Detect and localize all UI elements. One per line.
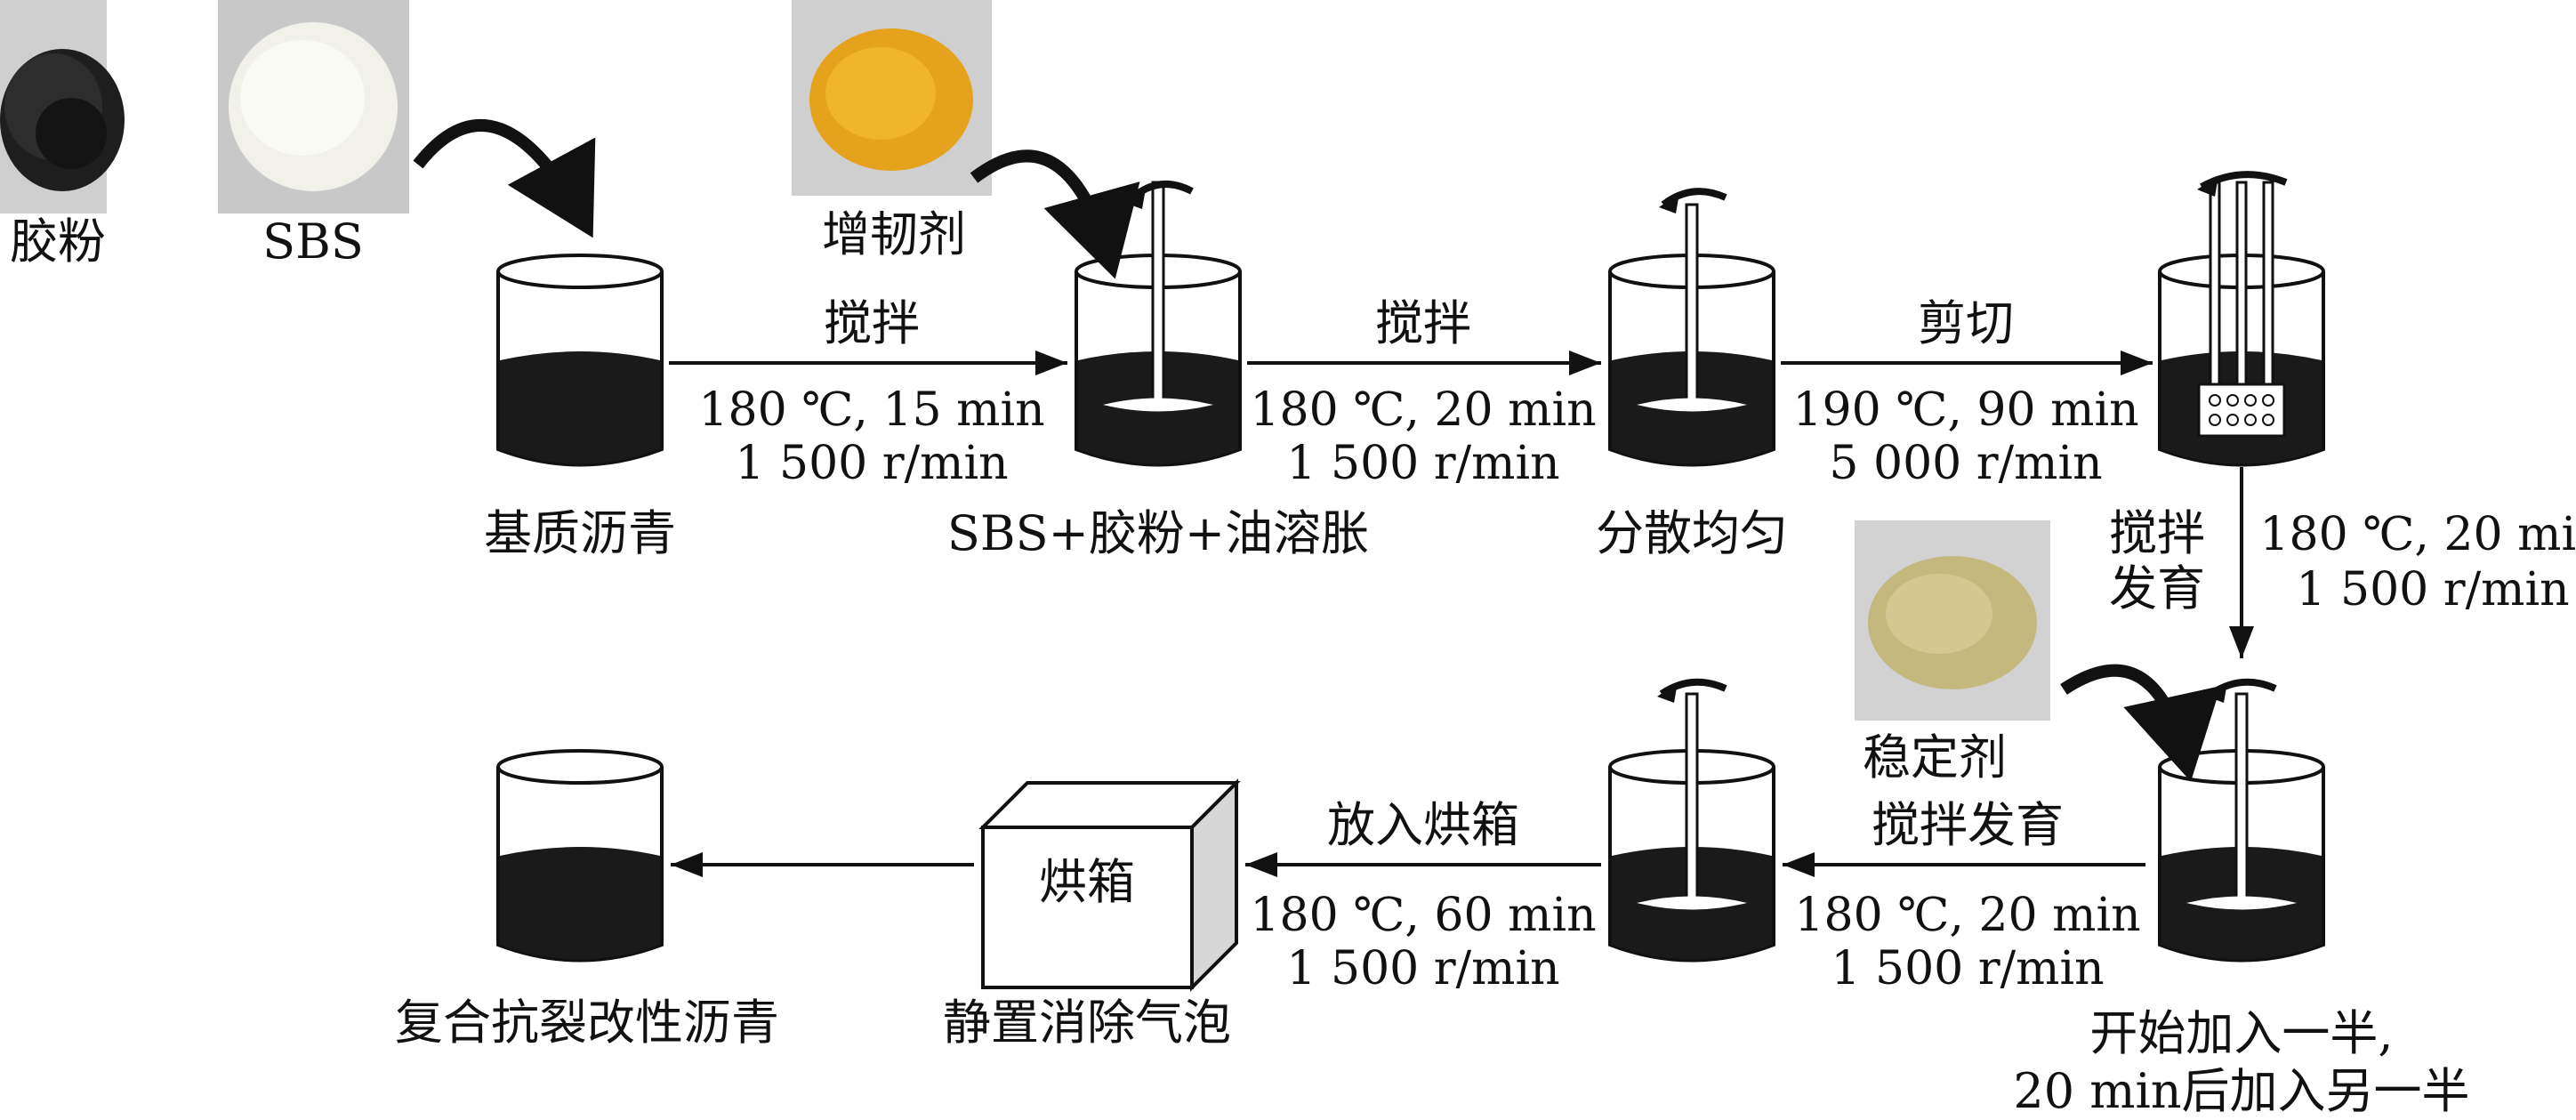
stabilizer-note-1: 开始加入一半, <box>2089 1005 2393 1061</box>
stage-swelling: SBS+胶粉+油溶胀 <box>947 505 1369 561</box>
beaker-dispersed <box>1608 188 1775 467</box>
beaker-swelling <box>1075 181 1242 467</box>
sbs-photo <box>218 0 409 214</box>
feed-arrow-toughener <box>970 149 1140 279</box>
beaker-final <box>496 749 664 963</box>
beaker-base-asphalt <box>496 254 664 467</box>
toughener-label: 增韧剂 <box>822 206 966 262</box>
step1-cond1: 180 ℃, 15 min <box>698 383 1044 437</box>
beaker-development <box>1608 678 1775 963</box>
step5-action: 搅拌发育 <box>1872 797 2064 853</box>
beaker-shear <box>2158 171 2325 467</box>
step5-cond2: 1 500 r/min <box>1831 942 2104 995</box>
step1-action: 搅拌 <box>824 295 920 351</box>
step4-cond2: 1 500 r/min <box>2296 563 2569 616</box>
step3-cond2: 5 000 r/min <box>1829 437 2102 490</box>
step6-cond1: 180 ℃, 60 min <box>1250 889 1596 942</box>
step2-cond2: 1 500 r/min <box>1286 437 1559 490</box>
step4-action-2: 发育 <box>2109 560 2205 616</box>
stabilizer-label: 稳定剂 <box>1863 729 2007 786</box>
stabilizer-note-2: 20 min后加入另一半 <box>2013 1063 2469 1119</box>
oven-box <box>978 778 1241 992</box>
feed-arrow-stabilizer <box>2060 664 2221 782</box>
stage-dispersed: 分散均匀 <box>1596 505 1788 561</box>
step3-action: 剪切 <box>1918 295 2014 351</box>
step2-action: 搅拌 <box>1375 295 1471 351</box>
rubber-powder-photo <box>0 0 125 214</box>
step5-cond1: 180 ℃, 20 min <box>1794 889 2140 942</box>
step1-cond2: 1 500 r/min <box>735 437 1008 490</box>
rubber-powder-label: 胶粉 <box>10 214 106 270</box>
rotation-arrow-icon <box>1127 181 1194 203</box>
step2-cond1: 180 ℃, 20 min <box>1250 383 1596 437</box>
stabilizer-photo <box>1855 520 2050 721</box>
step3-cond1: 190 ℃, 90 min <box>1792 383 2138 437</box>
toughener-photo <box>792 0 992 196</box>
step4-cond1: 180 ℃, 20 min <box>2259 508 2576 561</box>
stage-base-asphalt: 基质沥青 <box>484 505 676 561</box>
oven-label: 烘箱 <box>1039 854 1135 910</box>
step6-cond2: 1 500 r/min <box>1286 942 1559 995</box>
stage-oven-rest: 静置消除气泡 <box>943 995 1231 1051</box>
sbs-label: SBS <box>262 214 364 270</box>
feed-arrow-rubber-sbs <box>413 118 596 238</box>
stage-final: 复合抗裂改性沥青 <box>395 995 779 1051</box>
step4-action-1: 搅拌 <box>2109 505 2205 561</box>
step6-action: 放入烘箱 <box>1327 797 1519 853</box>
beaker-stabilizer <box>2158 678 2325 963</box>
